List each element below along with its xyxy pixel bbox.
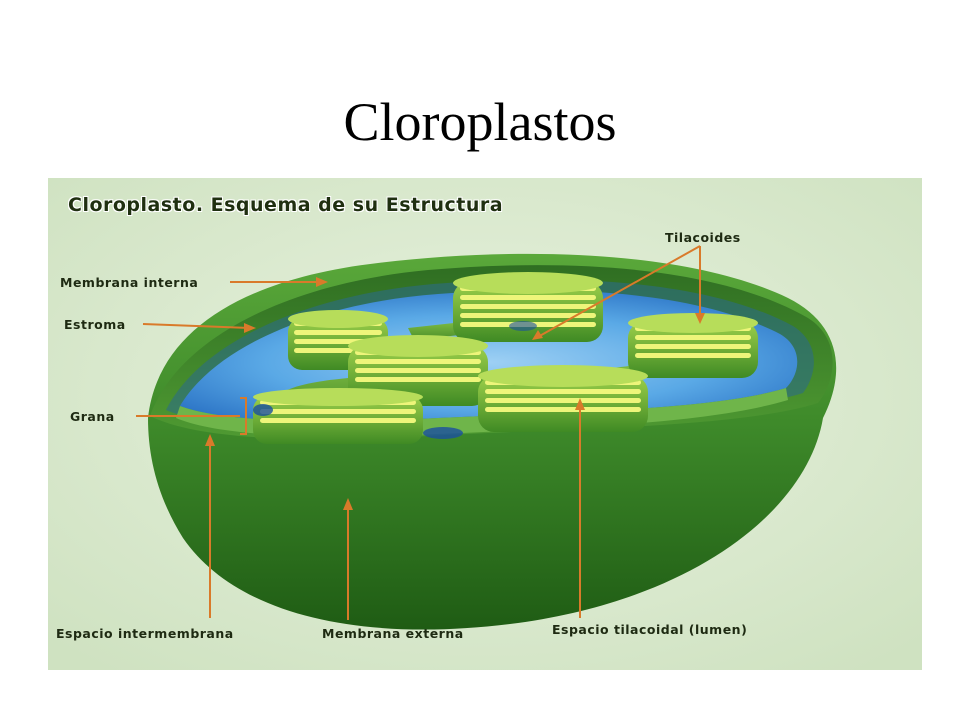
label-estroma: Estroma [64, 317, 126, 332]
granum-e [478, 365, 648, 432]
label-espacio-tilacoidal: Espacio tilacoidal (lumen) [552, 622, 748, 637]
granum-f [253, 388, 423, 444]
label-tilacoides: Tilacoides [665, 230, 741, 245]
pointer-lines [136, 245, 701, 620]
granum-d [628, 313, 758, 378]
label-grana: Grana [70, 409, 115, 424]
label-membrana-interna: Membrana interna [60, 275, 199, 290]
diagram-heading: Cloroplasto. Esquema de su Estructura [68, 194, 504, 216]
label-espacio-intermembrana: Espacio intermembrana [56, 626, 234, 641]
label-membrana-externa: Membrana externa [322, 626, 464, 641]
chloroplast-diagram: Cloroplasto. Esquema de su Estructura Ti… [48, 178, 922, 670]
granum-c [348, 335, 488, 406]
slide-title: Cloroplastos [343, 92, 617, 152]
granum-b [453, 272, 603, 342]
chloroplast-illustration [48, 178, 922, 670]
